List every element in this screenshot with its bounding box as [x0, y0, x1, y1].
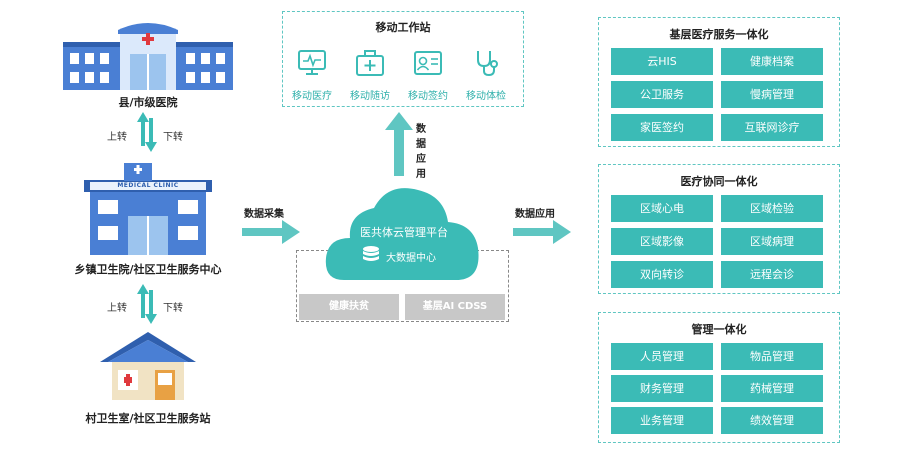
up-arrow-icon — [385, 112, 413, 176]
panel-management: 管理一体化 人员管理 物品管理 财务管理 药械管理 业务管理 绩效管理 — [598, 312, 840, 443]
county-hospital-illustration — [63, 23, 233, 90]
cloud-bottom-item: 健康扶贫 — [299, 294, 399, 320]
cloud-title: 医共体云管理平台 — [360, 226, 448, 239]
service-tile: 公卫服务 — [611, 81, 713, 108]
service-tile: 人员管理 — [611, 343, 713, 370]
data-apply-up-label: 数据应用 — [416, 124, 426, 180]
mobile-item-label: 移动医疗 — [292, 91, 332, 102]
data-apply-right-label: 数据应用 — [515, 209, 555, 220]
medkit-icon — [356, 50, 384, 76]
service-tile: 远程会诊 — [721, 261, 823, 288]
mobile-workstation-panel: 移动工作站 移动医疗 移动随访 移动签约 移动体检 — [282, 11, 524, 107]
service-tile: 绩效管理 — [721, 407, 823, 434]
clinic-sign: MEDICAL CLINIC — [117, 182, 179, 189]
cloud-subtitle: 大数据中心 — [386, 253, 436, 264]
service-tile: 药械管理 — [721, 375, 823, 402]
monitor-icon — [298, 50, 326, 75]
service-tile: 区域病理 — [721, 228, 823, 255]
service-tile: 区域心电 — [611, 195, 713, 222]
panel-title: 基层医疗服务一体化 — [669, 28, 769, 41]
mobile-workstation-title: 移动工作站 — [375, 21, 431, 34]
service-tile: 云HIS — [611, 48, 713, 75]
panel-title: 管理一体化 — [691, 323, 747, 336]
service-tile: 物品管理 — [721, 343, 823, 370]
mobile-item-label: 移动体检 — [466, 91, 506, 102]
up-transfer-label-2: 上转 — [107, 303, 127, 314]
service-tile: 区域影像 — [611, 228, 713, 255]
panel-primary-care: 基层医疗服务一体化 云HIS 健康档案 公卫服务 慢病管理 家医签约 互联网诊疗 — [598, 17, 840, 147]
service-tile: 互联网诊疗 — [721, 114, 823, 141]
data-collect-label: 数据采集 — [244, 209, 284, 220]
mobile-item-label: 移动随访 — [350, 91, 390, 102]
stethoscope-icon — [477, 51, 498, 77]
county-hospital-label: 县/市级医院 — [118, 96, 178, 109]
two-way-arrow-icon-2 — [137, 284, 157, 324]
right-arrow-icon — [242, 220, 300, 244]
panel-title: 医疗协同一体化 — [680, 175, 758, 188]
panel-medical-collaboration: 医疗协同一体化 区域心电 区域检验 区域影像 区域病理 双向转诊 远程会诊 — [598, 164, 840, 294]
service-tile: 业务管理 — [611, 407, 713, 434]
service-tile: 家医签约 — [611, 114, 713, 141]
up-transfer-label: 上转 — [107, 132, 127, 143]
service-tile: 财务管理 — [611, 375, 713, 402]
down-transfer-label: 下转 — [163, 132, 183, 143]
cloud-bottom-item: 基层AI CDSS — [405, 294, 505, 320]
service-tile: 健康档案 — [721, 48, 823, 75]
township-label: 乡镇卫生院/社区卫生服务中心 — [74, 263, 222, 276]
down-transfer-label-2: 下转 — [163, 303, 183, 314]
village-label: 村卫生室/社区卫生服务站 — [85, 412, 211, 425]
right-arrow-icon-2 — [513, 220, 571, 244]
village-clinic-illustration — [100, 332, 196, 400]
service-tile: 区域检验 — [721, 195, 823, 222]
two-way-arrow-icon — [137, 112, 157, 152]
id-card-icon — [414, 51, 442, 75]
township-clinic-illustration — [84, 163, 212, 255]
database-icon — [363, 246, 379, 261]
service-tile: 慢病管理 — [721, 81, 823, 108]
mobile-item-label: 移动签约 — [408, 91, 448, 102]
service-tile: 双向转诊 — [611, 261, 713, 288]
